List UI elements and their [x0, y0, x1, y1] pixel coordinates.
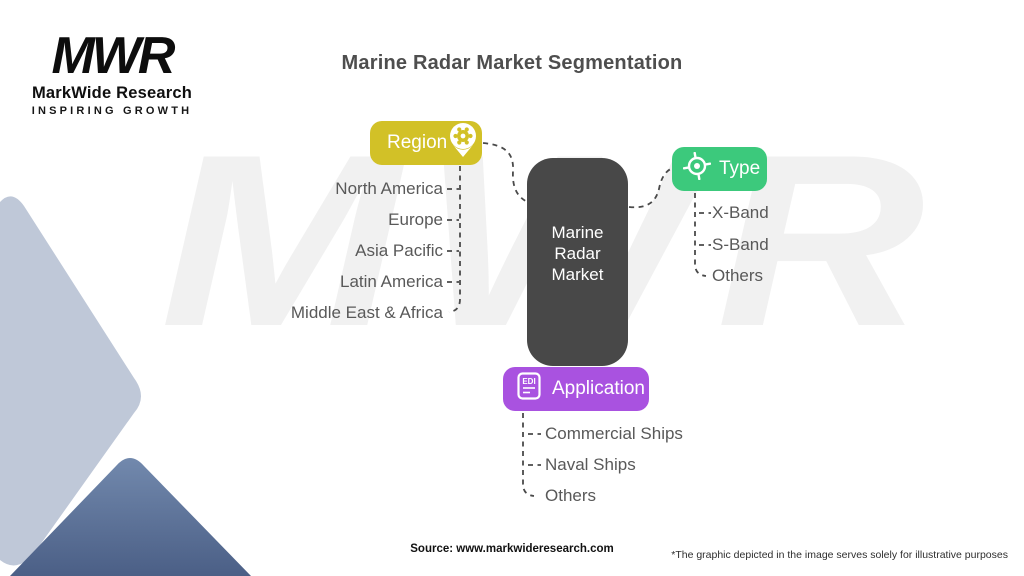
source-text: Source: www.markwideresearch.com	[410, 543, 614, 555]
list-item: North America	[335, 179, 443, 198]
list-item: Latin America	[340, 272, 443, 291]
region-label: Region	[387, 132, 448, 153]
central-node-line: Radar	[554, 244, 601, 263]
edi-document-icon: EDI	[516, 371, 542, 407]
type-branch-node: Type	[672, 147, 767, 191]
logo-monogram: MWR	[51, 27, 176, 85]
company-logo: MWR MarkWide Research INSPIRING GROWTH	[26, 30, 198, 117]
central-node-line: Marine	[551, 223, 604, 242]
central-market-node: Marine Radar Market	[527, 158, 628, 366]
type-label: Type	[719, 158, 761, 179]
edi-icon-label: EDI	[522, 377, 535, 386]
application-branch-node: EDI Application	[503, 367, 649, 411]
list-item: Asia Pacific	[355, 241, 443, 260]
disclaimer-text: *The graphic depicted in the image serve…	[671, 549, 1008, 561]
application-item-list: Commercial Ships Naval Ships Others	[545, 418, 683, 511]
type-item-list: X-Band S-Band Others	[712, 197, 769, 292]
list-item: Others	[545, 486, 597, 505]
list-item: Europe	[388, 210, 443, 229]
list-item: X-Band	[712, 203, 769, 222]
location-pin-gear-icon	[447, 121, 479, 165]
logo-company-name: MarkWide Research	[31, 84, 193, 102]
region-branch-node: Region	[370, 121, 482, 165]
application-label: Application	[552, 378, 645, 399]
list-item: Others	[712, 266, 764, 285]
list-item: S-Band	[712, 234, 769, 254]
list-item: Naval Ships	[545, 455, 636, 474]
corner-shape-dark	[10, 458, 251, 576]
region-item-list: North America Europe Asia Pacific Latin …	[291, 173, 443, 328]
radar-crosshair-icon	[682, 151, 712, 186]
logo-tagline: INSPIRING GROWTH	[31, 105, 193, 117]
corner-shape-light	[0, 196, 141, 566]
central-node-line: Market	[551, 265, 604, 284]
list-item: Middle East & Africa	[290, 303, 443, 322]
page-title: Marine Radar Market Segmentation	[341, 52, 683, 74]
list-item: Commercial Ships	[545, 424, 683, 443]
